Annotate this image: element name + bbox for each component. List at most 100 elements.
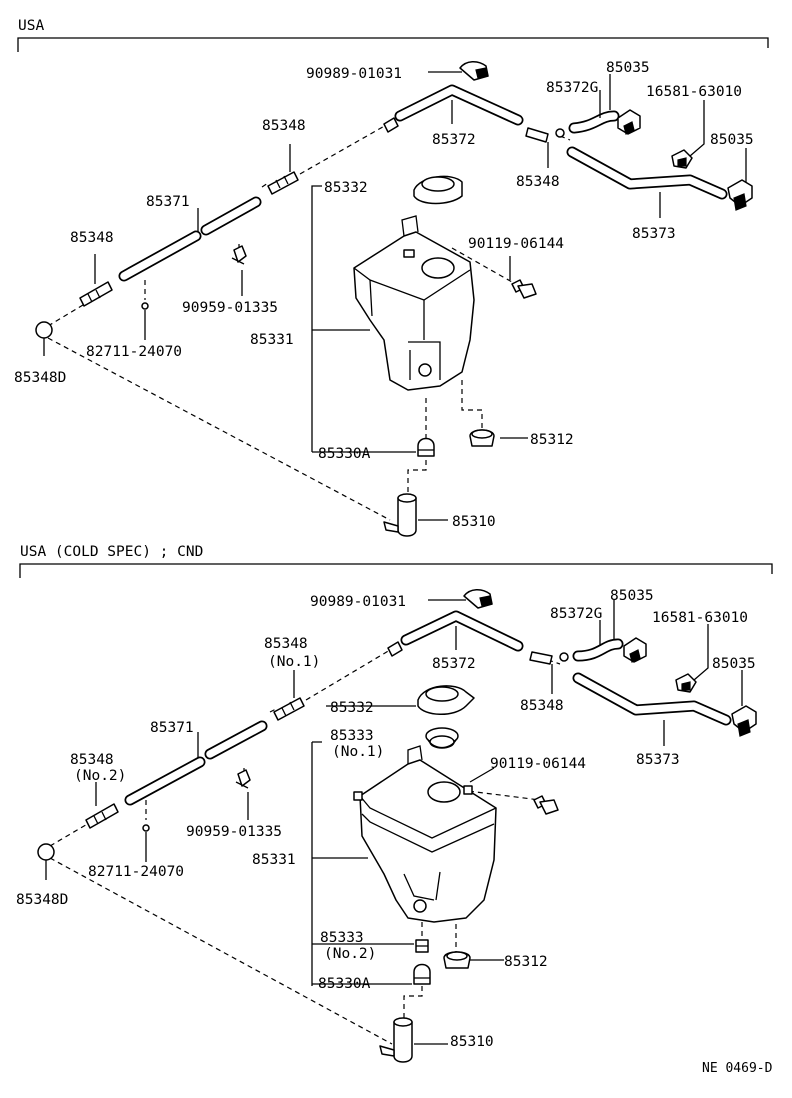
- label-85348d: 85348D: [14, 370, 66, 386]
- motor-link-dashed: [403, 922, 457, 1018]
- label-85331: 85331: [252, 852, 296, 868]
- hose-85373: [572, 672, 732, 726]
- label-85333-no1: 85333: [330, 728, 374, 744]
- label-85310: 85310: [452, 514, 496, 530]
- bolt-90119: [511, 279, 537, 299]
- pipe-85372: [394, 84, 524, 126]
- joint-85348-top: [267, 171, 299, 195]
- motor-85310: [383, 493, 417, 537]
- label-85330a: 85330A: [318, 446, 371, 462]
- label-85331: 85331: [250, 332, 294, 348]
- grommet-85330a: [417, 437, 435, 457]
- valve-16581: [671, 149, 693, 169]
- bolt-90119: [533, 795, 559, 815]
- label-85372g: 85372G: [550, 606, 602, 622]
- section-usa: USA: [14, 18, 769, 537]
- section-bracket: [17, 37, 769, 52]
- clip-82711: [142, 824, 150, 832]
- label-85348-top: 85348: [264, 636, 308, 652]
- label-85035-a: 85035: [610, 588, 654, 604]
- clamp-90989: [463, 589, 493, 609]
- label-90959: 90959-01335: [182, 300, 278, 316]
- joint-85348d: [35, 321, 53, 339]
- nozzle-85035-a: [617, 109, 641, 135]
- section-bracket: [19, 563, 773, 578]
- label-85333-no2: 85333: [320, 930, 364, 946]
- label-82711: 82711-24070: [88, 864, 184, 880]
- label-85372g: 85372G: [546, 80, 598, 96]
- section-heading: USA (COLD SPEC) ; CND: [20, 544, 203, 560]
- clip-82711: [141, 302, 149, 310]
- hose-85372g: [572, 638, 624, 662]
- label-85333-no1-sub: (No.1): [332, 744, 384, 760]
- label-16581: 16581-63010: [652, 610, 748, 626]
- label-85035-b: 85035: [712, 656, 756, 672]
- joint-85348-left: [85, 803, 119, 829]
- pipe-85372: [400, 610, 524, 652]
- tank-85331: [353, 745, 497, 923]
- label-85035-b: 85035: [710, 132, 754, 148]
- nozzle-85035-a: [623, 637, 647, 663]
- pipe-end-plug: [387, 641, 403, 657]
- label-85348-left: 85348: [70, 752, 114, 768]
- nozzle-85035-b: [731, 705, 757, 737]
- label-85371: 85371: [150, 720, 194, 736]
- valve-16581: [675, 673, 697, 693]
- clip-90959: [231, 245, 247, 265]
- label-90989: 90989-01031: [306, 66, 402, 82]
- label-85332: 85332: [330, 700, 374, 716]
- tank-85331: [353, 215, 475, 391]
- cap-85332: [413, 175, 463, 205]
- label-85310: 85310: [450, 1034, 494, 1050]
- label-16581: 16581-63010: [646, 84, 742, 100]
- clip-90959: [235, 769, 251, 789]
- section-cold-spec: USA (COLD SPEC) ; CND: [16, 544, 773, 1063]
- hose-85372g: [568, 110, 620, 134]
- nozzle-85035-b: [727, 179, 753, 211]
- hose-85371: [118, 196, 262, 282]
- label-85348-right: 85348: [516, 174, 560, 190]
- label-90119: 90119-06144: [490, 756, 586, 772]
- joint-85348-left: [79, 281, 113, 307]
- label-85035-a: 85035: [606, 60, 650, 76]
- label-85372: 85372: [432, 132, 476, 148]
- section-heading: USA: [18, 18, 44, 34]
- label-85373: 85373: [636, 752, 680, 768]
- feed-line-dashed: [49, 649, 391, 847]
- grommet-85330a: [413, 963, 431, 985]
- clip-drops-dashed: [145, 768, 245, 820]
- filter-85333-no1: [425, 727, 459, 749]
- label-90989: 90989-01031: [310, 594, 406, 610]
- bolt-dashed: [459, 789, 541, 801]
- label-90119: 90119-06144: [468, 236, 564, 252]
- bolt-dashed: [451, 247, 513, 283]
- leaders: [43, 71, 747, 521]
- label-85333-no2-sub: (No.2): [324, 946, 376, 962]
- hose-85373: [566, 146, 728, 200]
- label-85332: 85332: [324, 180, 368, 196]
- grommet-85312: [443, 951, 471, 969]
- leaders: [45, 599, 743, 1045]
- label-85312: 85312: [530, 432, 574, 448]
- label-85371: 85371: [146, 194, 190, 210]
- label-85373: 85373: [632, 226, 676, 242]
- label-85348-left: 85348: [70, 230, 114, 246]
- label-85348d: 85348D: [16, 892, 68, 908]
- motor-85310: [379, 1017, 413, 1063]
- label-85348-top: 85348: [262, 118, 306, 134]
- label-85330a: 85330A: [318, 976, 371, 992]
- label-90959: 90959-01335: [186, 824, 282, 840]
- pipe-end-plug: [383, 117, 399, 133]
- motor-link-dashed: [407, 380, 483, 492]
- cap-85332: [417, 685, 475, 715]
- clamp-90989: [459, 61, 489, 81]
- label-85348-top-sub: (No.1): [268, 654, 320, 670]
- filter-85333-no2: [415, 939, 429, 953]
- joint-85348-top: [273, 697, 305, 721]
- label-82711: 82711-24070: [86, 344, 182, 360]
- label-85348-right: 85348: [520, 698, 564, 714]
- return-line-dashed: [49, 857, 393, 1045]
- grommet-85312: [469, 429, 495, 447]
- footer-code: NE 0469-D: [702, 1061, 773, 1076]
